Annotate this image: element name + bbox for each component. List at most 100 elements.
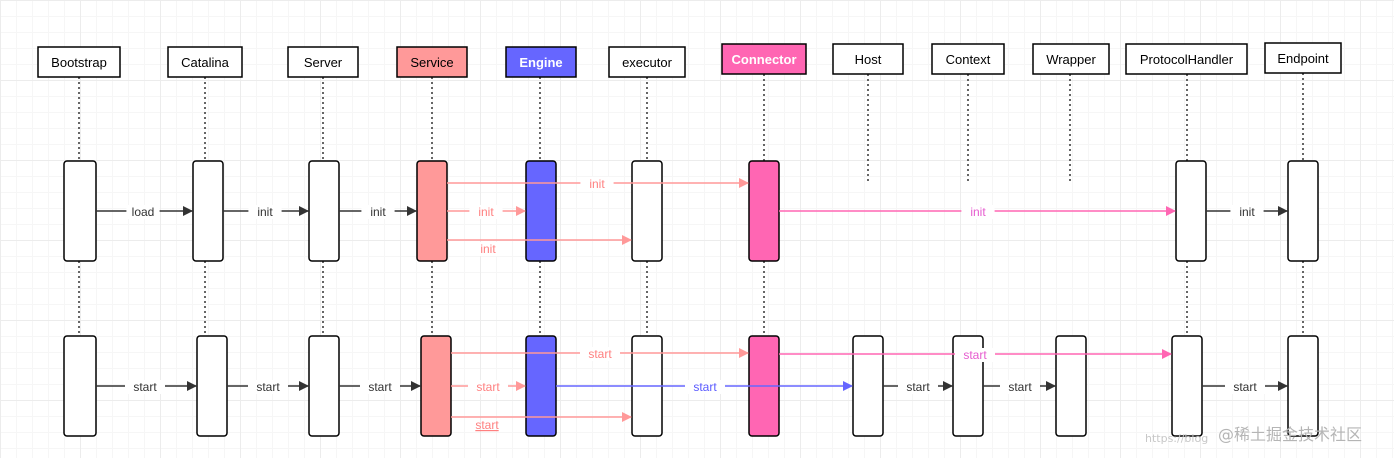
activation-bootstrap-init (63, 160, 97, 262)
message-label-bg (471, 242, 505, 256)
message-label-start-service-to-connector: start (588, 347, 612, 361)
participant-engine: Engine (505, 46, 577, 78)
participant-server: Server (287, 46, 359, 78)
watermark-text: @稀土掘金技术社区 (1218, 425, 1362, 444)
participant-catalina: Catalina (167, 46, 243, 78)
activation-engine-init (525, 160, 557, 262)
message-label-bg (955, 348, 995, 362)
message-label-init-service-to-connector: init (589, 177, 605, 191)
participant-box-endpoint (1264, 42, 1342, 74)
participant-label-service: Service (410, 55, 453, 70)
message-label-init-service-to-executor: init (480, 242, 496, 256)
message-label-init-protocol-handler-to-endpoint: init (1239, 205, 1255, 219)
message-init-server-to-service: init (339, 205, 417, 219)
participant-box-executor (608, 46, 686, 78)
participant-box-bootstrap (37, 46, 121, 78)
message-label-bg (248, 380, 288, 394)
message-label-bg (580, 347, 620, 361)
activation-executor-init (631, 160, 663, 262)
message-label-bg (580, 177, 614, 191)
participant-label-catalina: Catalina (181, 55, 229, 70)
message-init-connector-to-protocol-handler: init (779, 205, 1176, 219)
participant-label-host: Host (855, 52, 882, 67)
lifelines (78, 73, 1304, 336)
message-start-service-to-executor: start (451, 412, 632, 432)
activation-engine-start (525, 335, 557, 437)
message-label-bg (468, 380, 508, 394)
message-label-bg (125, 380, 165, 394)
message-start-engine-to-host: start (556, 380, 853, 394)
participant-box-catalina (167, 46, 243, 78)
message-start-host-to-context: start (883, 380, 953, 394)
participant-endpoint: Endpoint (1264, 42, 1342, 74)
participant-service: Service (396, 46, 468, 78)
message-init-catalina-to-server: init (223, 205, 309, 219)
activation-bootstrap-start (63, 335, 97, 437)
message-label-bg (360, 380, 400, 394)
activation-wrapper-start (1055, 335, 1087, 437)
message-label-start-engine-to-host: start (693, 380, 717, 394)
participant-protocol-handler: ProtocolHandler (1125, 43, 1248, 75)
message-init-protocol-handler-to-endpoint: init (1206, 205, 1288, 219)
watermark-url: https://blog (1145, 432, 1208, 445)
participant-label-engine: Engine (519, 55, 562, 70)
participant-label-endpoint: Endpoint (1277, 51, 1329, 66)
message-label-bg (961, 205, 995, 219)
activation-service-start (420, 335, 452, 437)
message-label-start-service-to-executor: start (475, 418, 499, 432)
participant-executor: executor (608, 46, 686, 78)
participant-connector: Connector (721, 43, 807, 75)
participant-headers: Bootstrap Catalina Server Service Engine exec… (37, 42, 1342, 78)
activation-service-init (416, 160, 448, 262)
activation-protocol-handler-init (1175, 160, 1207, 262)
participant-context: Context (931, 43, 1005, 75)
activation-catalina-init (192, 160, 224, 262)
message-start-catalina-to-server: start (227, 380, 309, 394)
participant-label-context: Context (946, 52, 991, 67)
activation-boxes (63, 160, 1319, 437)
participant-box-service (396, 46, 468, 78)
participant-label-connector: Connector (732, 52, 797, 67)
message-label-bg (1230, 205, 1264, 219)
message-label-start-connector-to-protocol-handler: start (963, 348, 987, 362)
messages: load init init init init init init init start sta… (96, 177, 1288, 432)
message-label-init-bootstrap-to-catalina: load (132, 205, 155, 219)
participant-bootstrap: Bootstrap (37, 46, 121, 78)
message-init-bootstrap-to-catalina: load (96, 205, 193, 219)
participant-label-wrapper: Wrapper (1046, 52, 1096, 67)
participant-box-protocol-handler (1125, 43, 1248, 75)
participant-box-host (832, 43, 904, 75)
message-label-bg (126, 205, 160, 219)
message-label-start-protocol-handler-to-endpoint: start (1233, 380, 1257, 394)
activation-connector-init (748, 160, 780, 262)
message-start-service-to-connector: start (451, 347, 749, 361)
participant-box-engine (505, 46, 577, 78)
message-start-server-to-service: start (339, 380, 421, 394)
message-label-bg (1225, 380, 1265, 394)
message-init-service-to-connector: init (447, 177, 749, 191)
activation-server-start (308, 335, 340, 437)
participant-label-server: Server (304, 55, 343, 70)
activation-catalina-start (196, 335, 228, 437)
message-init-service-to-executor: init (447, 235, 632, 256)
message-label-start-context-to-wrapper: start (1008, 380, 1032, 394)
participant-label-protocol-handler: ProtocolHandler (1140, 52, 1234, 67)
activation-endpoint-start (1287, 335, 1319, 437)
message-label-init-catalina-to-server: init (257, 205, 273, 219)
message-label-start-service-to-engine: start (476, 380, 500, 394)
participant-label-bootstrap: Bootstrap (51, 55, 107, 70)
message-label-bg (361, 205, 395, 219)
message-label-start-server-to-service: start (368, 380, 392, 394)
message-label-bg (898, 380, 938, 394)
activation-server-init (308, 160, 340, 262)
participant-wrapper: Wrapper (1032, 43, 1110, 75)
message-init-service-to-engine: init (447, 205, 526, 219)
message-label-init-server-to-service: init (370, 205, 386, 219)
participant-box-server (287, 46, 359, 78)
message-start-connector-to-protocol-handler: start (779, 348, 1172, 362)
message-start-bootstrap-to-catalina: start (96, 380, 197, 394)
message-label-start-host-to-context: start (906, 380, 930, 394)
activation-endpoint-init (1287, 160, 1319, 262)
participant-box-connector (721, 43, 807, 75)
participant-label-executor: executor (622, 55, 673, 70)
